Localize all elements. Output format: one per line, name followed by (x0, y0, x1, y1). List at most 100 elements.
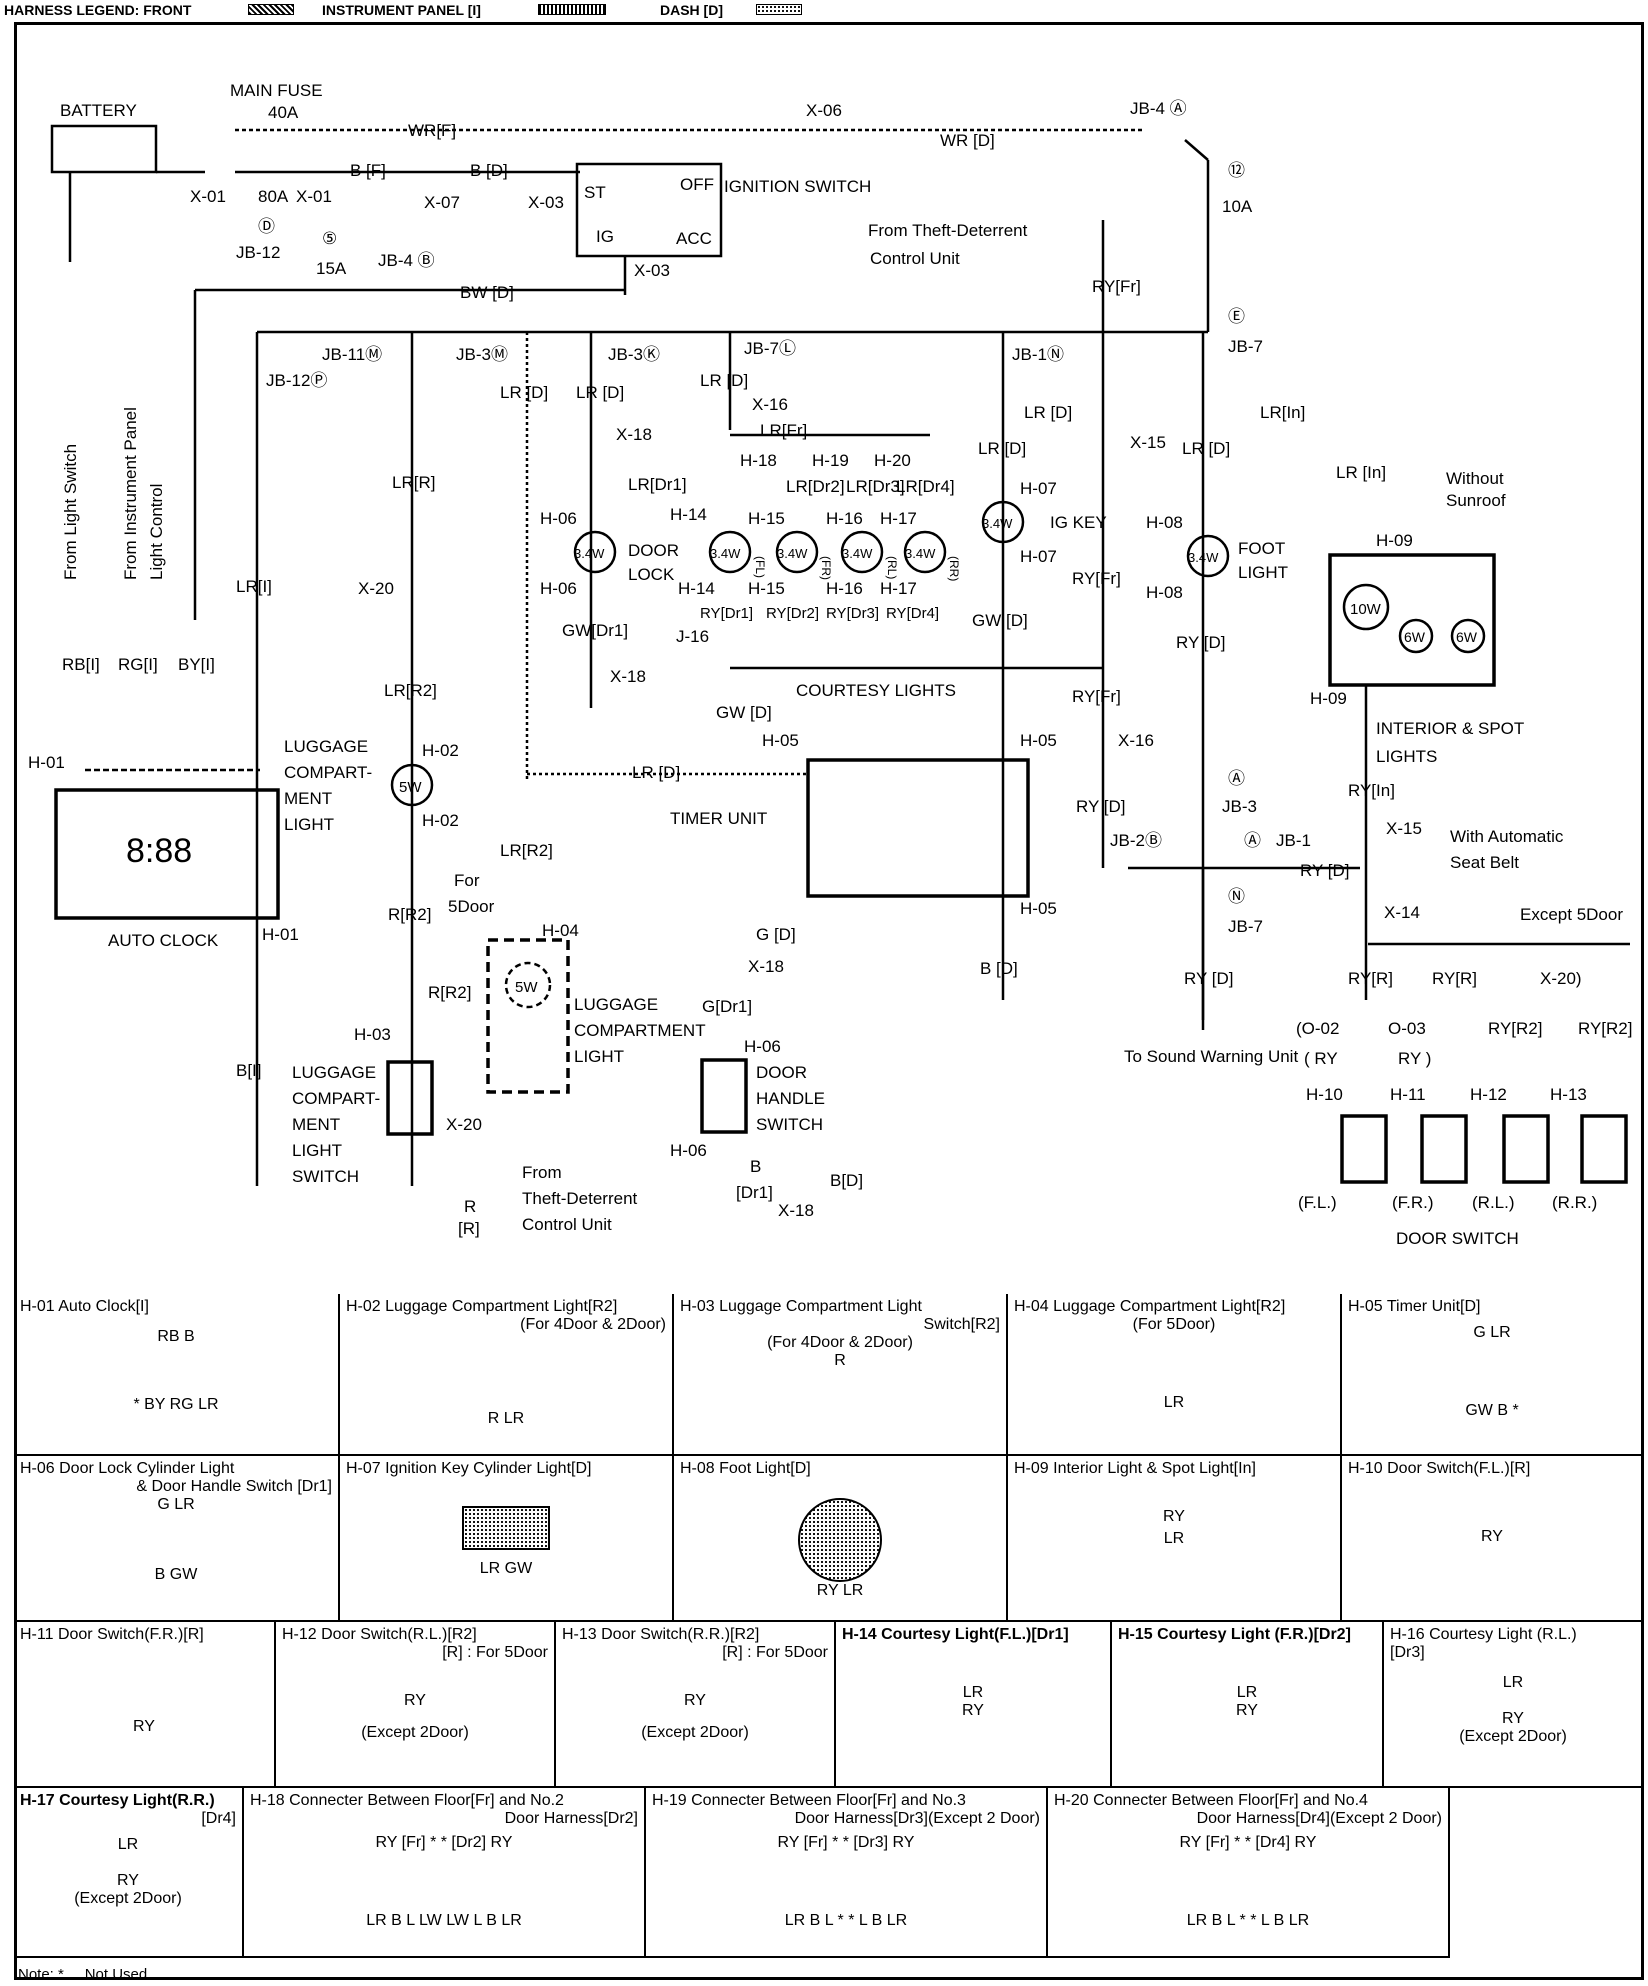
lr-r-label: LR[R] (392, 473, 435, 492)
jb2-label: JB-2Ⓑ (1110, 831, 1162, 850)
fr-label: (FR) (819, 556, 833, 580)
rg-i-label: RG[I] (118, 655, 158, 674)
x18c-label: X-18 (748, 957, 784, 976)
ign-off-label: OFF (680, 175, 714, 194)
ign-ig-label: IG (596, 227, 614, 246)
interior-label: INTERIOR & SPOT (1376, 719, 1524, 738)
jb7l-label: JB-7Ⓛ (744, 339, 796, 358)
lamp-rr-w: 3.4W (905, 546, 936, 561)
legend-instrument-label: INSTRUMENT PANEL [I] (322, 2, 481, 18)
lamp-fr-w: 3.4W (777, 546, 808, 561)
connector-title: H-05 Timer Unit[D] (1348, 1298, 1481, 1315)
bw-d-label: BW [D] (460, 283, 514, 302)
h19-label: H-19 (812, 451, 849, 470)
lcls4-label: LIGHT (292, 1141, 342, 1160)
lcls1-label: LUGGAGE (292, 1063, 376, 1082)
light-control-label: Light Control (147, 484, 166, 580)
h10-label: H-10 (1306, 1085, 1343, 1104)
x15b-label: X-15 (1386, 819, 1422, 838)
ry-d3-label: RY [D] (1300, 861, 1349, 880)
connector-h07: H-07 Ignition Key Cylinder Light[D] LR G… (340, 1456, 674, 1622)
for-label: For (454, 871, 480, 890)
foot-light-label: LIGHT (1238, 563, 1288, 582)
dfl-label: (F.L.) (1298, 1193, 1337, 1212)
h05c-label: H-05 (1020, 899, 1057, 918)
wiring-schematic: BATTERY MAIN FUSE 40A 80A X-01 X-01 WR[F… (28, 81, 1633, 1248)
h16a-label: H-16 (826, 509, 863, 528)
connector-sub: Switch[R2] (923, 1316, 1000, 1333)
ry-r2b-label: RY[R2] (1578, 1019, 1633, 1038)
jb3-label: JB-3 (1222, 797, 1257, 816)
connector-h02: H-02 Luggage Compartment Light[R2] (For … (340, 1294, 674, 1456)
door-label: DOOR (628, 541, 679, 560)
auto-clock-box (54, 788, 280, 920)
lr-d2-label: LR [D] (576, 383, 624, 402)
connector-title: H-06 Door Lock Cylinder Light (20, 1460, 235, 1477)
dh3-label: SWITCH (756, 1115, 823, 1134)
connector-pins: RY (404, 1692, 426, 1709)
lamp-foot-w: 3.4W (1188, 550, 1219, 565)
jb4a-label: JB-4 Ⓐ (1130, 99, 1187, 118)
connector-h19: H-19 Connecter Between Floor[Fr] and No.… (646, 1788, 1048, 1958)
without-label: Without (1446, 469, 1504, 488)
h12-label: H-12 (1470, 1085, 1507, 1104)
lcls5-label: SWITCH (292, 1167, 359, 1186)
connector-title: H-01 Auto Clock[I] (20, 1298, 149, 1315)
connector-h08: H-08 Foot Light[D] RY LR (674, 1456, 1008, 1622)
h17a-label: H-17 (880, 509, 917, 528)
connector-pins: RB B (157, 1328, 195, 1345)
x18b-label: X-18 (610, 667, 646, 686)
connector-pins: R (834, 1352, 846, 1369)
lr-d6-label: LR [D] (632, 763, 680, 782)
main-fuse-label: MAIN FUSE (230, 81, 323, 100)
connector-h05: H-05 Timer Unit[D] G LR GW B * (1342, 1294, 1644, 1456)
h09b-label: H-09 (1310, 689, 1347, 708)
connector-note: (Except 2Door) (74, 1890, 182, 1907)
connector-h06: H-06 Door Lock Cylinder Light & Door Han… (14, 1456, 340, 1622)
lr-in2-label: LR [In] (1336, 463, 1386, 482)
h14a-label: H-14 (670, 505, 707, 524)
x16b-label: X-16 (1118, 731, 1154, 750)
connector-h13: H-13 Door Switch(R.R.)[R2] [R] : For 5Do… (556, 1622, 836, 1788)
jb7e-label: Ⓔ (1228, 307, 1245, 326)
lamp-6w-a: 6W (1404, 629, 1426, 645)
jb11-label: JB-11Ⓜ (322, 345, 382, 364)
h08-connector-shape (798, 1498, 882, 1582)
connector-title: H-02 Luggage Compartment Light[R2] (346, 1298, 618, 1315)
courtesy-label: COURTESY LIGHTS (796, 681, 956, 700)
fivedoor-label: 5Door (448, 897, 495, 916)
jb7b-label: JB-7 (1228, 917, 1263, 936)
connector-sub: Door Harness[Dr2] (504, 1810, 638, 1827)
h03-label: H-03 (354, 1025, 391, 1044)
connector-h14: H-14 Courtesy Light(F.L.)[Dr1] LR RY (836, 1622, 1112, 1788)
ry-dr4-label: RY[Dr4] (886, 605, 939, 622)
drl-label: (R.L.) (1472, 1193, 1515, 1212)
connector-sub: (For 5Door) (1132, 1316, 1216, 1333)
h14b-label: H-14 (678, 579, 715, 598)
connector-pins: RY [Fr] * * [Dr2] RY (375, 1834, 513, 1851)
dh2-label: HANDLE (756, 1089, 825, 1108)
b-label: B (750, 1157, 761, 1176)
compartment-label: COMPARTMENT (574, 1021, 706, 1040)
ry-d2-label: RY [D] (1076, 797, 1125, 816)
timer-unit-box (806, 758, 1030, 898)
auto-clock-label: AUTO CLOCK (108, 931, 219, 950)
theft2-label: Theft-Deterrent (522, 1189, 638, 1208)
h06c-label: H-06 (744, 1037, 781, 1056)
lr-d5-label: LR [D] (978, 439, 1026, 458)
connector-title: H-11 Door Switch(F.R.)[R] (20, 1626, 204, 1643)
connector-pins: RY [Fr] * * [Dr4] RY (1179, 1834, 1317, 1851)
lr-r2b-label: LR[R2] (500, 841, 553, 860)
connector-pins: (Except 2Door) (641, 1724, 749, 1741)
fuse-80a-label: 80A (258, 187, 289, 206)
connector-pins: * BY RG LR (133, 1396, 219, 1413)
ry-r2-label: RY[R] (1432, 969, 1477, 988)
lamp-fl-w: 3.4W (710, 546, 741, 561)
lamp-6w-b: 6W (1456, 629, 1478, 645)
ry-fr2-label: RY[Fr] (1072, 569, 1121, 588)
b-d2-label: B [D] (980, 959, 1018, 978)
h16b-label: H-16 (826, 579, 863, 598)
x03a-label: X-03 (528, 193, 564, 212)
x07-label: X-07 (424, 193, 460, 212)
h05b-label: H-05 (1020, 731, 1057, 750)
